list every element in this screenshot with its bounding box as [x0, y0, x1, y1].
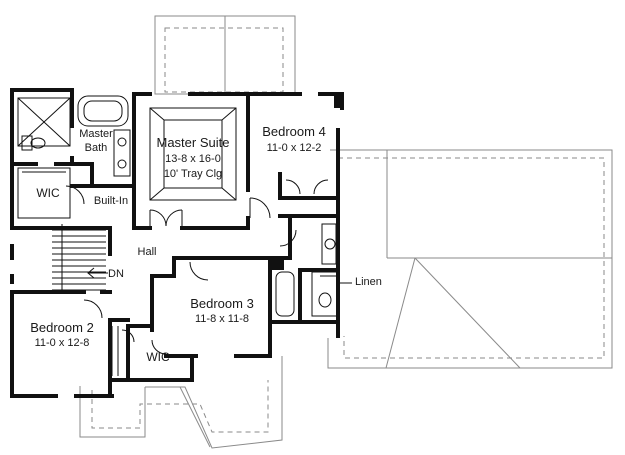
walls	[10, 88, 344, 398]
bedroom3-wic-label: WIC	[146, 350, 170, 364]
stair-down-label: DN	[108, 268, 124, 280]
master-suite-size: 13-8 x 16-0	[165, 153, 221, 165]
bedroom4-name: Bedroom 4	[262, 124, 326, 139]
bedroom3-name: Bedroom 3	[190, 296, 254, 311]
bedroom3-size: 11-8 x 11-8	[194, 313, 249, 325]
master-suite-name: Master Suite	[156, 135, 230, 150]
roof-dashed-lines	[91, 27, 605, 433]
master-suite-note: 10' Tray Clg	[163, 168, 223, 180]
bedroom2-size: 11-0 x 12-8	[34, 337, 90, 349]
master-bath-label-line1: Master	[79, 128, 113, 140]
wall-column	[334, 94, 342, 108]
master-wic-label: WIC	[36, 186, 60, 200]
bedroom2-name: Bedroom 2	[30, 320, 94, 335]
hall-label: Hall	[137, 246, 157, 258]
roof-outlines	[79, 15, 613, 449]
master-bath-label-line2: Bath	[84, 142, 108, 154]
built-in-label: Built-In	[93, 195, 129, 207]
wall-column	[270, 258, 284, 270]
bedroom4-size: 11-0 x 12-2	[266, 142, 322, 154]
linen-label: Linen	[355, 276, 382, 288]
